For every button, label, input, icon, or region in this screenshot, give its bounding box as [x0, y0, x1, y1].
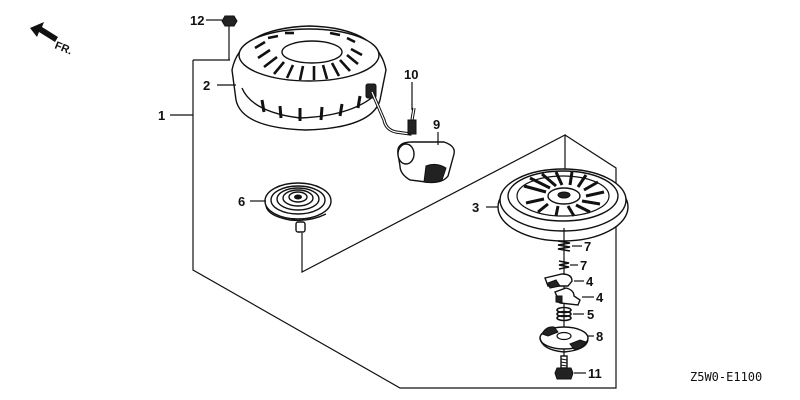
- flange-nut-12-icon: [221, 15, 238, 27]
- callout-8: 8: [596, 329, 603, 344]
- callout-7a: 7: [584, 239, 591, 254]
- callout-10: 10: [404, 67, 418, 82]
- friction-spring-5-icon: [556, 306, 572, 322]
- recoil-spring-6-icon: [264, 182, 332, 233]
- starter-case-2-icon: [231, 25, 387, 131]
- callout-9: 9: [433, 117, 440, 132]
- setting-bolt-11-icon: [554, 355, 574, 380]
- ratchet-spring-7b-icon: [558, 260, 570, 270]
- starter-grip-9-icon: [397, 141, 455, 184]
- callout-1: 1: [158, 108, 165, 123]
- ratchet-4b-icon: [554, 287, 581, 306]
- assembly-boundary: [192, 60, 617, 389]
- callout-3: 3: [472, 200, 479, 215]
- inner-boundary: [301, 134, 566, 273]
- ratchet-4-icon: [544, 273, 573, 289]
- callout-7b: 7: [580, 258, 587, 273]
- callout-4b: 4: [596, 290, 604, 305]
- callout-6: 6: [238, 194, 245, 209]
- callout-2: 2: [203, 78, 210, 93]
- callout-12: 12: [190, 13, 204, 28]
- callout-5: 5: [587, 307, 594, 322]
- starter-rope-10-icon: [370, 91, 417, 136]
- callout-4a: 4: [586, 274, 594, 289]
- front-direction-arrow-icon: [30, 22, 58, 42]
- diagram-code: Z5W0-E1100: [690, 370, 762, 384]
- ratchet-guide-8-icon: [539, 326, 589, 353]
- starter-reel-3-icon: [497, 168, 629, 242]
- ratchet-spring-7-icon: [557, 240, 571, 252]
- direction-label: FR.: [53, 40, 74, 58]
- callout-11: 11: [588, 366, 602, 381]
